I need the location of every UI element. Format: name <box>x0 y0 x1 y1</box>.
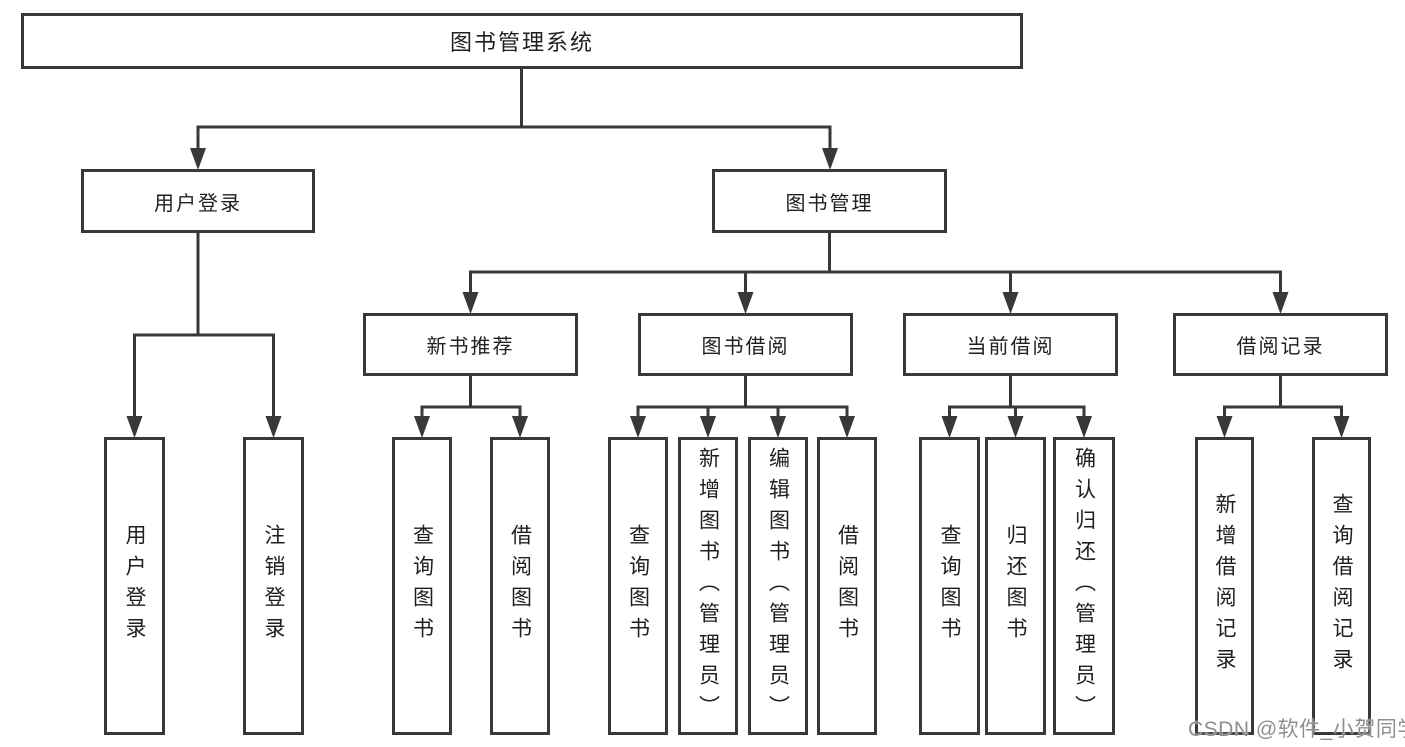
leaf-logout: 注销登录 <box>243 437 304 735</box>
connector-book-borrow-branch <box>636 376 849 418</box>
arrowhead-icon <box>941 416 958 438</box>
node-label: 注销登录 <box>262 524 285 648</box>
connector-root-branch <box>196 68 832 151</box>
node-label: 查询借阅记录 <box>1330 493 1353 679</box>
leaf-borrow-book: 借阅图书 <box>817 437 877 735</box>
connector-current-borrow-branch <box>948 376 1086 418</box>
connector-borrow-records-branch <box>1223 376 1343 418</box>
leaf-query-book: 查询图书 <box>919 437 980 735</box>
arrowhead-icon <box>1007 416 1024 438</box>
arrowhead-icon <box>1272 292 1289 314</box>
node-label: 编辑图书（管理员） <box>766 446 790 726</box>
node-label: 确认归还（管理员） <box>1072 446 1096 726</box>
arrowhead-icon <box>839 416 855 438</box>
leaf-confirm-return-admin: 确认归还（管理员） <box>1053 437 1115 735</box>
arrowhead-icon <box>1002 292 1019 314</box>
node-label: 归还图书 <box>1004 524 1027 648</box>
arrowhead-icon <box>1333 416 1350 438</box>
node-label: 新书推荐 <box>426 336 515 358</box>
arrowhead-icon <box>822 148 838 170</box>
node-label: 新增图书（管理员） <box>696 446 720 726</box>
node-current-borrow: 当前借阅 <box>903 313 1118 376</box>
connector-user-login-branch <box>133 232 275 418</box>
leaf-query-book: 查询图书 <box>392 437 452 735</box>
connector-book-management-branch <box>469 232 1282 294</box>
leaf-query-book: 查询图书 <box>608 437 668 735</box>
node-label: 查询图书 <box>938 524 961 648</box>
node-label: 图书管理 <box>785 192 874 215</box>
node-label: 图书管理系统 <box>449 30 594 55</box>
leaf-add-book-admin: 新增图书（管理员） <box>678 437 738 735</box>
node-label: 图书借阅 <box>701 336 790 358</box>
arrowhead-icon <box>1216 416 1233 438</box>
node-label: 借阅图书 <box>835 524 859 648</box>
leaf-borrow-book: 借阅图书 <box>490 437 550 735</box>
arrowhead-icon <box>770 416 786 438</box>
node-root: 图书管理系统 <box>21 13 1023 69</box>
node-label: 借阅图书 <box>508 524 532 648</box>
arrowhead-icon <box>700 416 716 438</box>
arrowhead-icon <box>126 416 143 438</box>
node-label: 查询图书 <box>626 524 650 648</box>
node-borrow-records: 借阅记录 <box>1173 313 1388 376</box>
leaf-edit-book-admin: 编辑图书（管理员） <box>748 437 808 735</box>
watermark: CSDN @软件_小贺同学 <box>1188 718 1405 741</box>
node-label: 新增借阅记录 <box>1213 493 1236 679</box>
node-label: 当前借阅 <box>966 336 1055 358</box>
leaf-return-book: 归还图书 <box>985 437 1046 735</box>
arrowhead-icon <box>190 148 206 170</box>
arrowhead-icon <box>265 416 282 438</box>
arrowhead-icon <box>1076 416 1092 438</box>
node-label: 借阅记录 <box>1236 336 1325 358</box>
node-book-management: 图书管理 <box>712 169 947 233</box>
arrowhead-icon <box>737 292 754 314</box>
node-user-login: 用户登录 <box>81 169 315 233</box>
leaf-user-login: 用户登录 <box>104 437 165 735</box>
arrowhead-icon <box>462 292 479 314</box>
connector-new-book-branch <box>420 376 522 418</box>
node-book-borrow: 图书借阅 <box>638 313 853 376</box>
node-label: 用户登录 <box>123 524 146 648</box>
node-label: 用户登录 <box>154 192 242 215</box>
arrowhead-icon <box>414 416 430 438</box>
leaf-query-borrow-record: 查询借阅记录 <box>1312 437 1371 735</box>
arrowhead-icon <box>630 416 646 438</box>
arrowhead-icon <box>512 416 528 438</box>
leaf-add-borrow-record: 新增借阅记录 <box>1195 437 1254 735</box>
node-label: 查询图书 <box>410 524 434 648</box>
node-new-book-recommend: 新书推荐 <box>363 313 578 376</box>
